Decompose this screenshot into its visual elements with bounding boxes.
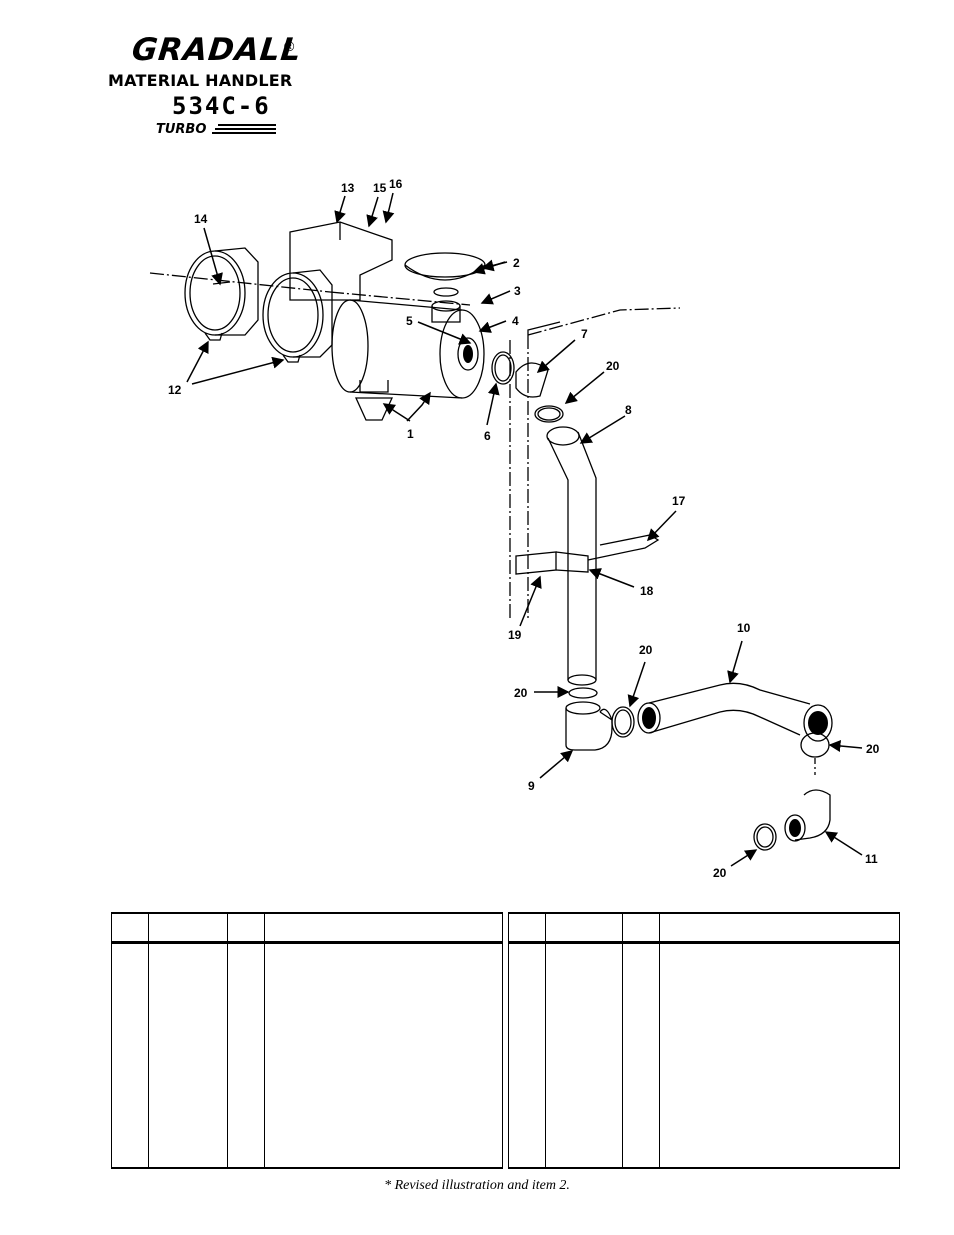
callout-17: 17 [672, 494, 686, 508]
callout-6: 6 [484, 429, 491, 443]
header-cell [227, 912, 265, 944]
callout-2: 2 [513, 256, 520, 270]
parts-table-right [508, 912, 900, 1169]
gradall-logo: GRADALL ® MATERIAL HANDLER 534C-6 TURBO [100, 30, 340, 142]
table-body-row [111, 942, 503, 1169]
callout-11: 11 [865, 852, 878, 866]
callout-13: 13 [341, 181, 355, 195]
callout-16: 16 [389, 177, 403, 191]
revision-footnote: * Revised illustration and item 2. [384, 1178, 570, 1193]
callout-8: 8 [625, 403, 632, 417]
header-cell [264, 912, 503, 944]
callout-20d: 20 [866, 742, 880, 756]
callout-20c: 20 [514, 686, 528, 700]
exploded-parts-diagram: 1 2 3 4 5 6 7 8 9 10 11 12 13 14 15 16 1… [149, 177, 880, 880]
callout-15: 15 [373, 181, 387, 195]
header-cell [622, 912, 660, 944]
callout-4: 4 [512, 314, 519, 328]
callout-5: 5 [406, 314, 413, 328]
callout-18: 18 [640, 584, 654, 598]
callout-9: 9 [528, 779, 535, 793]
callout-3: 3 [514, 284, 521, 298]
table-body-row [508, 942, 900, 1169]
table-header-row [111, 912, 503, 944]
turbo-label: TURBO [156, 122, 207, 137]
product-line: MATERIAL HANDLER [108, 71, 293, 90]
callout-7: 7 [581, 327, 588, 341]
turbo-speed-lines [212, 124, 276, 136]
model-number: 534C-6 [172, 92, 271, 120]
registered-mark: ® [284, 38, 295, 54]
callout-12: 12 [168, 383, 182, 397]
callout-20a: 20 [606, 359, 620, 373]
parts-table-left [111, 912, 503, 1169]
callout-20b: 20 [639, 643, 653, 657]
callout-19: 19 [508, 628, 522, 642]
callout-10: 10 [737, 621, 751, 635]
header-cell [545, 912, 623, 944]
callout-20e: 20 [713, 866, 727, 880]
callout-1: 1 [407, 427, 414, 441]
header-cell [508, 912, 546, 944]
callout-14: 14 [194, 212, 208, 226]
table-header-row [508, 912, 900, 944]
header-cell [659, 912, 900, 944]
header-cell [148, 912, 228, 944]
header-cell [111, 912, 149, 944]
